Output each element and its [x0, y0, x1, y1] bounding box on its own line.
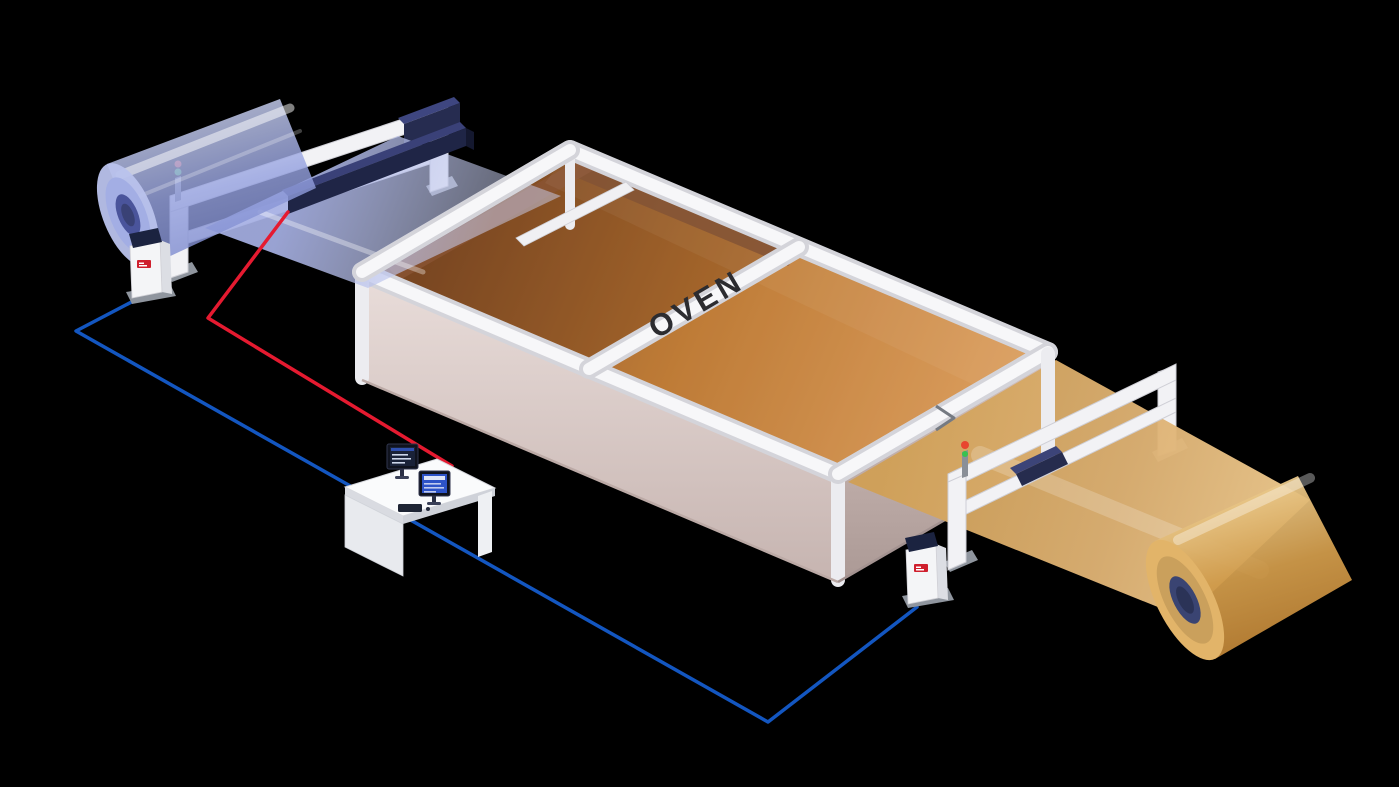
unwind-roll-highlight — [115, 103, 295, 180]
monitor-left-titlebar — [391, 448, 414, 451]
monitor-right — [418, 470, 451, 505]
kiosk-right-side — [936, 544, 948, 600]
monitor-right-stand — [432, 495, 436, 503]
scanner-carriage-left-top — [398, 97, 460, 124]
monitor-right-text-line — [424, 483, 441, 485]
kiosk-left-logo-mark — [139, 265, 147, 267]
entrance-roller — [515, 181, 635, 247]
kiosk-left-logo-mark — [139, 262, 144, 264]
unwind-film-web — [205, 136, 635, 288]
monitor-left-base — [395, 476, 409, 479]
monitor-left — [386, 443, 419, 479]
sensor-bar-top — [282, 122, 466, 196]
signal-light-green-icon — [962, 451, 968, 457]
unwind-roll-highlight-2 — [133, 129, 302, 200]
rewind-roll-highlight — [1173, 473, 1315, 545]
signal-cable-red — [206, 210, 454, 468]
monitor-right-text-line — [424, 491, 436, 493]
sensor-bar-front — [288, 128, 466, 214]
desk-top-edge-right — [403, 488, 495, 524]
signal-light-red-icon — [961, 441, 969, 449]
kiosk-left-screen — [129, 228, 162, 248]
scanner-carriage-right-top — [1010, 446, 1062, 474]
kiosk-right-logo-mark — [916, 566, 921, 568]
sensor-bar-end — [466, 128, 474, 150]
oven-exit-beam — [832, 346, 1054, 480]
kiosk-left-side — [160, 240, 172, 294]
monitor-left-text-line — [392, 454, 408, 456]
scanner-carriage-right-front — [1016, 452, 1068, 486]
mouse — [426, 507, 430, 511]
kiosk-left-front — [129, 239, 163, 299]
monitor-left-stand — [400, 468, 404, 477]
gantry-right-front-leg — [947, 473, 967, 571]
unwind-roll-core-center — [121, 203, 135, 227]
kiosk-right-front — [905, 543, 939, 605]
oven-middle-beam — [583, 241, 805, 375]
desk-top-edge-left — [345, 487, 403, 524]
unwind-roll-body — [107, 99, 316, 266]
desk-side-panel — [344, 494, 404, 577]
operator-desk — [343, 443, 497, 577]
flow-arrow-icon — [935, 404, 956, 432]
signal-tower-right-pole — [962, 450, 968, 478]
kiosk-right-screen — [905, 532, 938, 552]
monitor-right-window — [424, 476, 445, 480]
desk-leg-right — [478, 491, 492, 557]
cabling — [74, 210, 919, 724]
kiosk-right-logo-mark — [916, 569, 924, 571]
monitor-right-text-line — [424, 487, 444, 489]
monitor-left-text-line — [392, 458, 411, 460]
operator-kiosk-right — [902, 532, 954, 608]
oven-base-edge-front — [361, 378, 839, 584]
monitor-right-base — [427, 502, 441, 505]
oven-entrance-beam — [356, 144, 576, 278]
scanner-carriage-left-front — [404, 103, 460, 144]
keyboard — [398, 504, 422, 512]
monitor-left-text-line — [392, 462, 405, 464]
data-cable-blue — [74, 294, 919, 724]
scanner-gantry-right — [944, 363, 1177, 572]
oven-glass-reflection — [545, 150, 1048, 390]
oven-front-face — [362, 272, 838, 582]
unwind-film-surface — [205, 136, 561, 288]
rewind-roll-core-center — [1176, 586, 1194, 614]
operator-kiosk-left — [126, 228, 176, 304]
monitor-left-display — [390, 447, 415, 466]
scanner-sensor-bar — [282, 122, 474, 214]
rewind-roll — [1145, 473, 1352, 661]
